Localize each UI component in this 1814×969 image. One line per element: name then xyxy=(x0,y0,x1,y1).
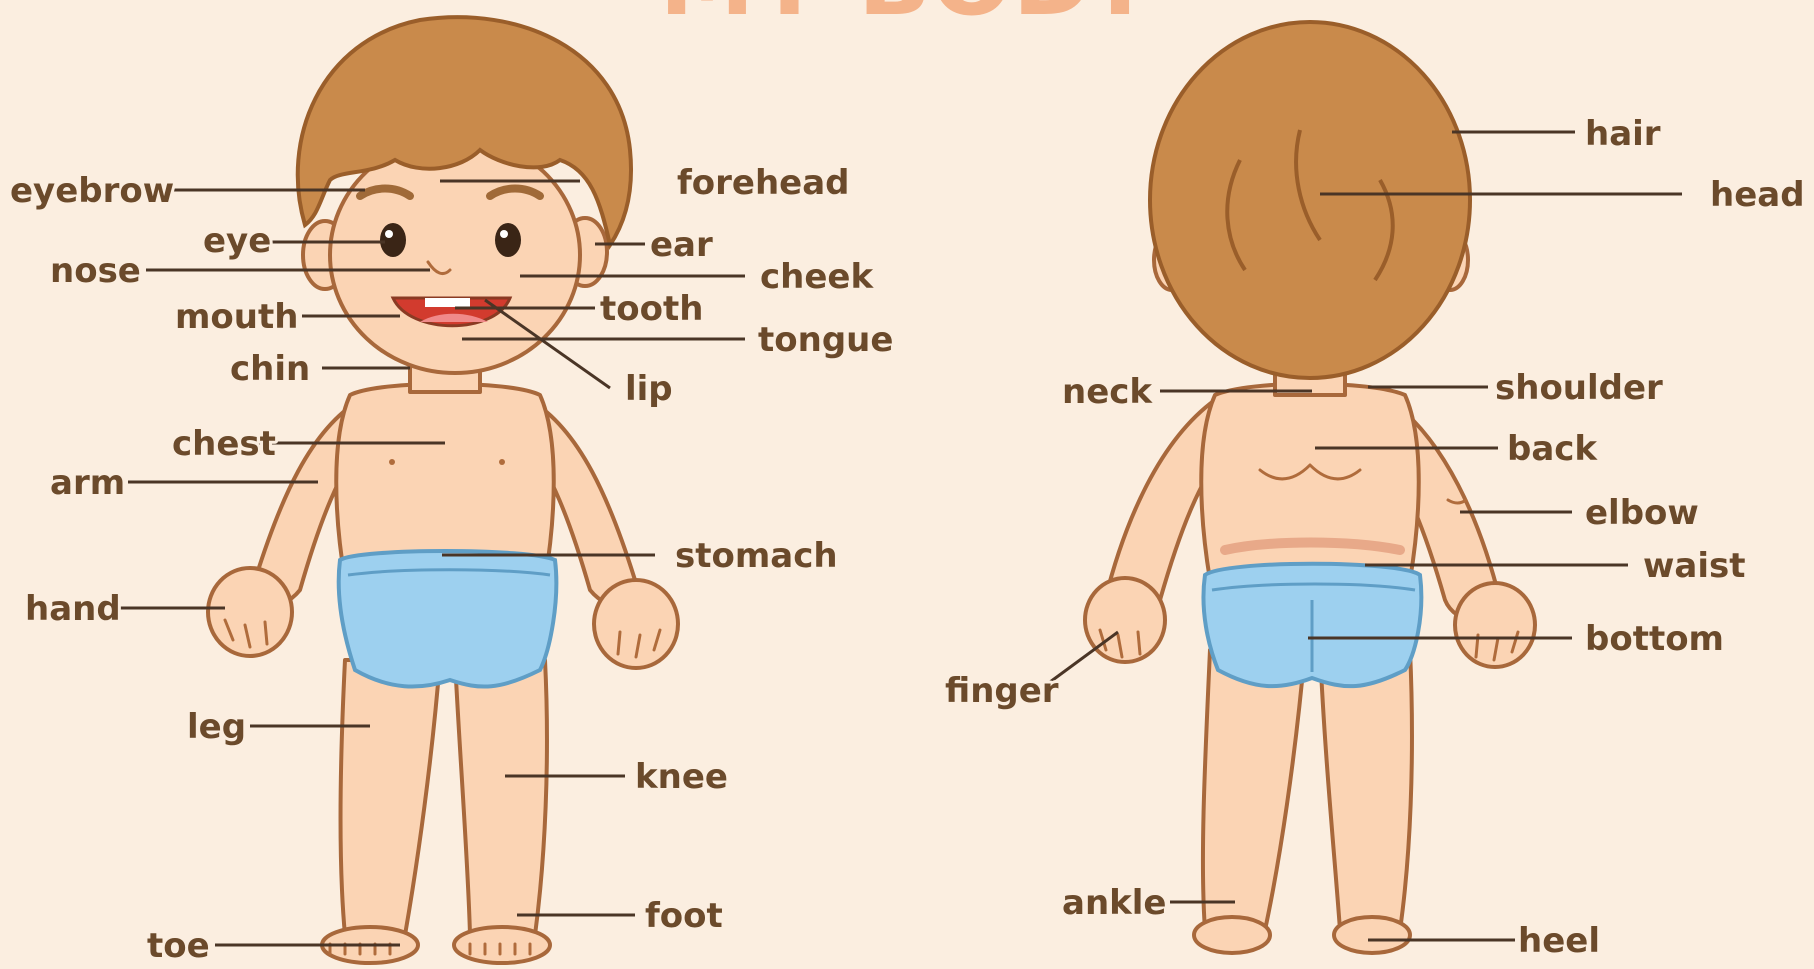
label-cheek: cheek xyxy=(760,257,874,297)
label-tongue: tongue xyxy=(758,320,893,360)
front-left-eye xyxy=(380,223,406,257)
back-right-heel xyxy=(1334,917,1410,953)
label-hand: hand xyxy=(25,589,121,629)
label-back: back xyxy=(1507,429,1598,469)
label-chest: chest xyxy=(172,424,276,464)
label-chin: chin xyxy=(230,349,310,389)
front-right-foot xyxy=(454,927,550,963)
label-knee: knee xyxy=(635,757,728,797)
back-left-leg xyxy=(1203,650,1305,930)
label-finger: finger xyxy=(945,671,1059,711)
label-arm: arm xyxy=(50,463,125,503)
label-toe: toe xyxy=(147,926,210,966)
label-eye: eye xyxy=(203,221,271,261)
label-mouth: mouth xyxy=(175,297,298,337)
label-ankle: ankle xyxy=(1062,883,1166,923)
front-child-figure xyxy=(208,17,678,963)
front-left-leg xyxy=(340,660,440,935)
poster-title: MY BODY xyxy=(659,0,1156,37)
label-ear: ear xyxy=(650,225,713,265)
label-elbow: elbow xyxy=(1585,493,1699,533)
label-hair: hair xyxy=(1585,114,1661,154)
label-shoulder: shoulder xyxy=(1495,368,1663,408)
back-left-heel xyxy=(1194,917,1270,953)
label-leg: leg xyxy=(187,707,246,747)
label-head: head xyxy=(1710,175,1805,215)
back-head-hair xyxy=(1150,22,1470,378)
label-eyebrow: eyebrow xyxy=(10,171,174,211)
back-right-leg xyxy=(1320,650,1412,930)
front-right-leg xyxy=(455,660,547,935)
back-left-hand xyxy=(1085,578,1165,662)
label-bottom: bottom xyxy=(1585,619,1724,659)
back-child-figure xyxy=(1085,22,1535,953)
front-right-eye xyxy=(495,223,521,257)
label-foot: foot xyxy=(645,896,723,936)
label-nose: nose xyxy=(50,251,141,291)
label-heel: heel xyxy=(1518,921,1600,961)
label-tooth: tooth xyxy=(600,289,703,329)
label-neck: neck xyxy=(1062,372,1153,412)
label-forehead: forehead xyxy=(677,163,850,203)
label-stomach: stomach xyxy=(675,536,838,576)
label-waist: waist xyxy=(1643,546,1746,586)
label-lip: lip xyxy=(625,369,673,409)
